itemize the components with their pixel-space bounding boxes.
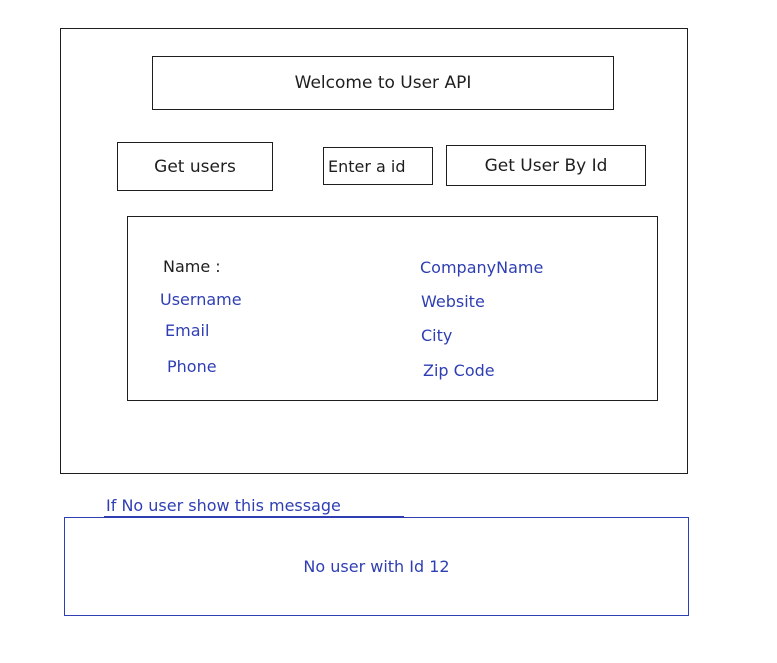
no-user-message: No user with Id 12 xyxy=(303,557,450,576)
email-field: Email xyxy=(165,321,210,340)
note-underline xyxy=(104,516,404,517)
get-users-button[interactable]: Get users xyxy=(117,142,273,191)
name-label: Name : xyxy=(163,257,221,276)
username-field: Username xyxy=(160,290,242,309)
city-field: City xyxy=(421,326,453,345)
no-user-message-box: No user with Id 12 xyxy=(64,517,689,616)
company-name-field: CompanyName xyxy=(420,258,544,277)
app-frame xyxy=(60,28,688,474)
page-title-text: Welcome to User API xyxy=(294,73,472,93)
website-field: Website xyxy=(421,292,485,311)
get-user-by-id-button[interactable]: Get User By Id xyxy=(446,145,646,186)
empty-state-note: If No user show this message xyxy=(106,496,341,515)
user-details-card: Name : Username Email Phone CompanyName … xyxy=(127,216,658,401)
page-title: Welcome to User API xyxy=(152,56,614,110)
get-users-label: Get users xyxy=(154,156,236,177)
get-user-by-id-label: Get User By Id xyxy=(484,155,608,176)
user-id-input[interactable] xyxy=(323,147,433,185)
zip-code-field: Zip Code xyxy=(423,361,495,380)
phone-field: Phone xyxy=(167,357,217,376)
